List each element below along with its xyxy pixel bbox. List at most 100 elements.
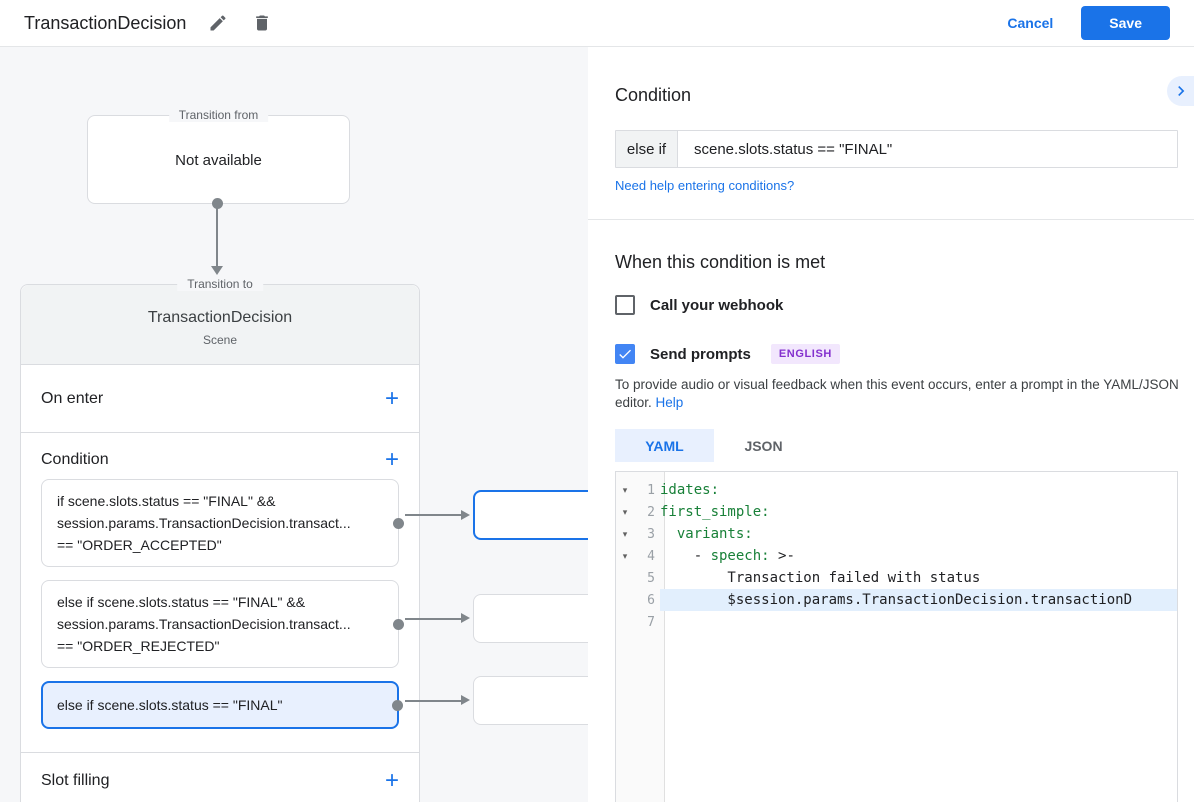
tab-yaml[interactable]: YAML	[615, 429, 714, 462]
code-text[interactable]: $session.params.TransactionDecision.tran…	[660, 589, 1177, 611]
editor-line-2: ▾ 2 first_simple:	[616, 501, 1177, 523]
call-webhook-checkbox[interactable]	[615, 295, 635, 315]
condition-text-line: == "ORDER_ACCEPTED"	[57, 537, 222, 553]
connector-dot	[393, 618, 404, 630]
help-link[interactable]: Help	[655, 394, 684, 410]
slot-filling-label: Slot filling	[41, 772, 110, 789]
fold-toggle-icon[interactable]: ▾	[622, 506, 628, 517]
condition-text-line: else if scene.slots.status == "FINAL" &&	[57, 594, 306, 610]
conditions-help-link[interactable]: Need help entering conditions?	[615, 178, 795, 193]
slot-filling-section: Slot filling + Slot validation	[21, 752, 419, 802]
pencil-icon	[210, 15, 226, 31]
condition-text-line: == "ORDER_REJECTED"	[57, 638, 220, 654]
page-title: TransactionDecision	[24, 12, 187, 33]
edit-scene-button[interactable]	[206, 11, 230, 35]
editor-line-3: ▾ 3 variants:	[616, 523, 1177, 545]
condition-detail-panel: Condition else if Need help entering con…	[588, 47, 1194, 802]
send-prompts-label: Send prompts	[650, 345, 751, 363]
transition-from-value: Not available	[175, 152, 262, 169]
condition-section-header: Condition +	[21, 433, 419, 477]
line-number: 6	[647, 592, 655, 608]
editor-tabs: YAML JSON	[615, 429, 813, 462]
chevron-right-icon	[1177, 86, 1184, 96]
condition-card-3[interactable]: else if scene.slots.status == "FINAL"	[41, 681, 403, 729]
add-on-enter-button[interactable]: +	[384, 384, 399, 412]
transition-from-label: Transition from	[168, 108, 269, 122]
delete-scene-button[interactable]	[250, 11, 274, 35]
on-enter-section: On enter +	[21, 365, 419, 433]
scene-flow-diagram: Transition from Not available Transition…	[0, 47, 588, 802]
editor-line-7: 7	[616, 611, 1177, 633]
condition-text-line: session.params.TransactionDecision.trans…	[57, 616, 351, 632]
topbar-actions: Cancel Save	[1007, 6, 1170, 40]
code-text[interactable]: Transaction failed with status	[660, 570, 981, 586]
editor-line-4: ▾ 4 - speech: >-	[616, 545, 1177, 567]
send-prompts-checkbox[interactable]	[615, 344, 635, 364]
condition-card-2[interactable]: else if scene.slots.status == "FINAL" &&…	[41, 580, 404, 668]
line-number: 2	[647, 504, 655, 520]
transition-from-box: Transition from Not available	[87, 108, 350, 204]
connector-line	[216, 205, 218, 266]
editor-note-text: To provide audio or visual feedback when…	[615, 377, 1179, 410]
conditions-list: if scene.slots.status == "FINAL" &&sessi…	[21, 479, 419, 729]
editor-line-6: 6 $session.params.TransactionDecision.tr…	[616, 589, 1177, 611]
save-button[interactable]: Save	[1081, 6, 1170, 40]
panel-divider	[588, 219, 1194, 220]
condition-expression-row: else if	[615, 130, 1178, 168]
transition-target-box-2[interactable]	[473, 594, 588, 643]
code-text[interactable]: idates:	[660, 482, 720, 498]
transition-to-box: Transition to TransactionDecision Scene …	[20, 277, 420, 802]
on-enter-label: On enter	[41, 389, 104, 407]
scene-card-header: TransactionDecision Scene	[21, 285, 419, 365]
line-number: 5	[647, 570, 655, 586]
trash-icon	[256, 15, 269, 31]
transition-target-box-3[interactable]	[473, 676, 588, 725]
arrow-right-icon	[461, 613, 470, 623]
line-number: 7	[647, 614, 655, 630]
scene-type-label: Scene	[202, 333, 238, 347]
panel-title: Condition	[615, 85, 692, 105]
code-text[interactable]: first_simple:	[660, 504, 770, 520]
send-prompts-row[interactable]: Send prompts ENGLISH	[615, 344, 840, 364]
check-icon	[619, 349, 631, 359]
arrow-right-icon	[461, 509, 470, 520]
condition-text-line: session.params.TransactionDecision.trans…	[57, 515, 351, 531]
condition-text-line: else if scene.slots.status == "FINAL"	[57, 697, 283, 713]
line-number: 4	[647, 548, 655, 564]
add-slot-button[interactable]: +	[384, 767, 399, 794]
condition-expression-input[interactable]	[678, 131, 1177, 167]
connector-dot	[392, 699, 403, 711]
language-badge: ENGLISH	[770, 344, 840, 364]
transition-to-label: Transition to	[177, 277, 263, 291]
tab-json[interactable]: JSON	[744, 437, 783, 454]
connector-dot	[393, 517, 404, 529]
editor-note: To provide audio or visual feedback when…	[615, 376, 1181, 411]
fold-toggle-icon[interactable]: ▾	[622, 550, 628, 561]
connector-dot	[212, 198, 223, 209]
condition-card-1[interactable]: if scene.slots.status == "FINAL" &&sessi…	[41, 479, 404, 567]
arrow-right-icon	[461, 695, 470, 705]
code-text[interactable]	[660, 611, 1177, 633]
transition-target-box-1[interactable]	[473, 490, 588, 540]
transition-arrow-line	[405, 617, 462, 620]
add-condition-button[interactable]: +	[384, 446, 399, 473]
when-condition-met-title: When this condition is met	[615, 252, 826, 272]
cancel-button[interactable]: Cancel	[1007, 15, 1054, 31]
fold-toggle-icon[interactable]: ▾	[622, 484, 628, 495]
collapse-panel-button[interactable]	[1167, 76, 1194, 106]
code-text[interactable]: - speech: >-	[660, 548, 795, 564]
editor-line-5: 5 Transaction failed with status	[616, 567, 1177, 589]
call-webhook-row[interactable]: Call your webhook	[615, 295, 783, 315]
code-text[interactable]: variants:	[676, 526, 753, 542]
fold-toggle-icon[interactable]: ▾	[622, 528, 628, 539]
transition-arrow-line	[405, 699, 462, 702]
scene-name: TransactionDecision	[147, 309, 293, 326]
top-bar: TransactionDecision Cancel Save	[0, 0, 1194, 47]
condition-prefix-label: else if	[616, 131, 678, 167]
transition-arrow-line	[405, 514, 462, 516]
line-number: 3	[647, 526, 655, 542]
condition-section-label: Condition	[41, 451, 109, 468]
